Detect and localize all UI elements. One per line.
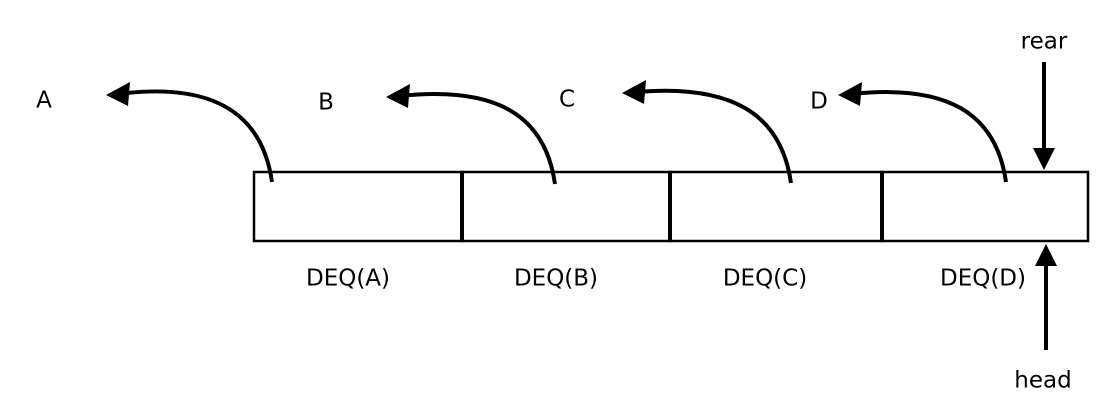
dequeue-arrowhead-b <box>386 84 410 108</box>
rear-label: rear <box>1020 28 1068 55</box>
dequeue-arrow-a <box>117 89 274 183</box>
operation-label-c: DEQ(C) <box>722 265 808 292</box>
head-label: head <box>1014 367 1072 394</box>
dequeue-arrowhead-a <box>106 82 130 106</box>
dequeue-arrowhead-c <box>622 80 646 104</box>
dequeued-item-label-b: B <box>318 89 334 116</box>
dequeued-item-label-d: D <box>810 88 828 115</box>
dequeued-item-label-c: C <box>558 86 576 113</box>
dequeue-arrow-b <box>399 92 557 185</box>
queue-cell-d <box>880 170 1090 243</box>
queue-cell-a <box>252 170 464 243</box>
dequeue-arrowhead-d <box>838 82 862 106</box>
dequeue-arrows <box>106 80 1008 185</box>
queue-array <box>252 170 1090 243</box>
operation-label-d: DEQ(D) <box>939 265 1027 292</box>
rear-pointer-arrow <box>1033 62 1055 170</box>
queue-cell-b <box>460 170 672 243</box>
operation-label-a: DEQ(A) <box>305 265 391 292</box>
head-pointer-arrow <box>1035 244 1057 350</box>
dequeued-item-label-a: A <box>36 87 52 114</box>
dequeue-arrow-d <box>851 90 1008 183</box>
queue-cell-c <box>668 170 884 243</box>
operation-label-b: DEQ(B) <box>513 265 599 292</box>
dequeue-arrow-c <box>635 88 793 184</box>
